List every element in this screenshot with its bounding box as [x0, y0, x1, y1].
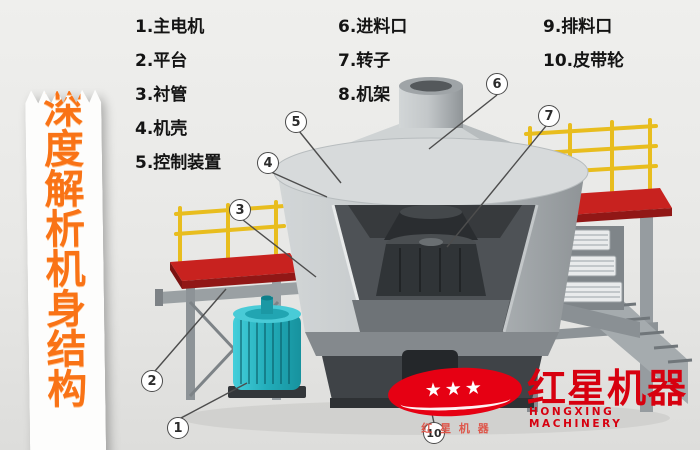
- left-platform-structure: [155, 200, 306, 400]
- banner-paper: 深 度 解 析 机 身 结 构: [25, 89, 107, 450]
- legend-item: 8.机架: [338, 85, 391, 105]
- legend-item: 4.机壳: [135, 119, 188, 139]
- legend-column-1: 1.主电机 2.平台 3.衬管 4.机壳 5.控制装置: [135, 10, 221, 180]
- logo-watermark-text: 红 星 机 器: [421, 422, 491, 435]
- brand-name-en: HONGXING MACHINERY: [529, 406, 623, 430]
- legend-item: 1.主电机: [135, 17, 205, 37]
- banner-char: 深: [43, 86, 84, 134]
- legend-item: 7.转子: [338, 51, 391, 71]
- legend-column-3: 9.排料口 10.皮带轮: [543, 10, 624, 78]
- legend-item: 5.控制装置: [135, 153, 222, 173]
- callout-5: 5: [285, 111, 307, 133]
- brand-logo-oval: ★★★: [386, 364, 524, 420]
- legend-column-2: 6.进料口 7.转子 8.机架: [338, 10, 407, 112]
- callout-10: 10: [423, 422, 445, 444]
- logo-swoosh-icon: [400, 390, 511, 413]
- legend-item: 2.平台: [135, 51, 188, 71]
- callout-2: 2: [141, 370, 163, 392]
- brand-name-cn: 红星机器: [527, 367, 688, 412]
- callout-4: 4: [257, 152, 279, 174]
- legend-item: 6.进料口: [338, 17, 408, 37]
- callout-3: 3: [229, 199, 251, 221]
- callout-6: 6: [486, 73, 508, 95]
- legend-item: 3.衬管: [135, 85, 188, 105]
- legend-item: 9.排料口: [543, 17, 613, 37]
- banner-char: 机: [45, 246, 86, 294]
- banner-char: 结: [46, 326, 88, 374]
- title-banner: 深 度 解 析 机 身 结 构: [28, 4, 104, 450]
- banner-char: 身: [45, 286, 87, 334]
- banner-char: 度: [43, 126, 85, 174]
- banner-char: 析: [44, 206, 86, 254]
- banner-char: 解: [44, 166, 85, 214]
- callout-1: 1: [167, 417, 189, 439]
- banner-char: 构: [46, 366, 88, 414]
- callout-7: 7: [538, 105, 560, 127]
- legend-item: 10.皮带轮: [543, 51, 625, 71]
